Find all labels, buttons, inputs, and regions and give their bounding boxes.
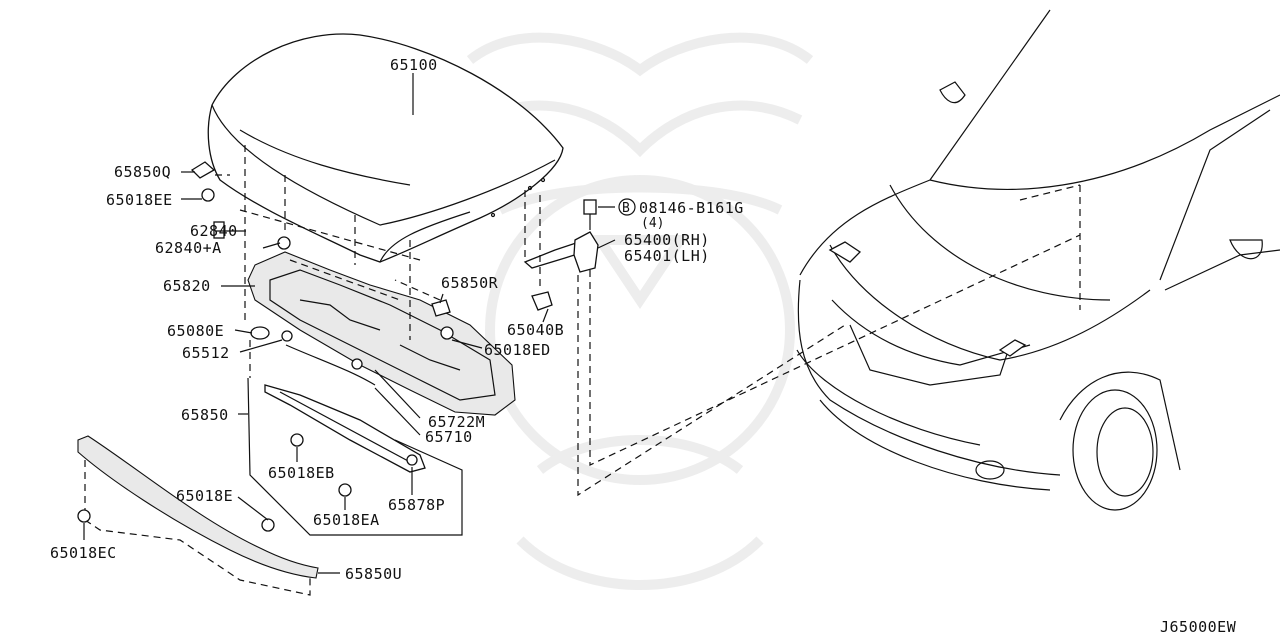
callout-65710: 65710 xyxy=(425,428,473,446)
callout-65850r: 65850R xyxy=(441,274,499,292)
construction-lines xyxy=(215,145,541,378)
clip-65018eb-icon xyxy=(290,433,304,447)
lock-65722m-icon xyxy=(351,358,363,370)
callout-65400: 65400(RH) xyxy=(624,231,710,249)
callout-62840: 62840 xyxy=(190,222,238,240)
callout-08146: 08146-B161G xyxy=(639,199,744,217)
clip-65878p-icon xyxy=(406,454,418,466)
callout-65878p: 65878P xyxy=(388,496,445,514)
watermark-emblem xyxy=(466,32,814,590)
callout-65018ea: 65018EA xyxy=(313,511,380,529)
clip-65018ea-icon xyxy=(338,483,352,497)
fasteners xyxy=(77,161,454,532)
clip-65018ec-icon xyxy=(77,509,91,523)
callout-65018ec: 65018EC xyxy=(50,544,117,562)
grommet-65080e-icon xyxy=(250,326,270,340)
clip-65850r-icon xyxy=(431,299,451,317)
callout-65512: 65512 xyxy=(182,344,230,362)
ledge-frame xyxy=(247,377,463,536)
callout-65018ee: 65018EE xyxy=(106,191,173,209)
seal-65850u[interactable] xyxy=(77,435,319,596)
callout-65850: 65850 xyxy=(181,406,229,424)
callout-65850q: 65850Q xyxy=(114,163,171,181)
hinge-65400[interactable] xyxy=(523,199,599,273)
callout-qty4: (4) xyxy=(641,216,664,231)
hood-stay-rod xyxy=(285,344,376,386)
clip-65018ed-icon xyxy=(440,326,454,340)
clip-65018e-icon xyxy=(261,518,275,532)
hood-65100[interactable] xyxy=(207,33,564,263)
callout-65018ed: 65018ED xyxy=(484,341,551,359)
hinge-leader xyxy=(577,184,1081,497)
bolt-marker: B xyxy=(618,198,636,216)
callout-65722m: 65722M xyxy=(428,413,485,431)
leader-lines xyxy=(83,73,616,574)
insulator-65820[interactable] xyxy=(247,251,516,416)
callout-65850u: 65850U xyxy=(345,565,402,583)
diagram-id: J65000EW xyxy=(1160,618,1237,636)
callout-65401: 65401(LH) xyxy=(624,247,710,265)
stay-65512-icon xyxy=(281,330,293,342)
callout-65040b: 65040B xyxy=(507,321,564,339)
callout-65080e: 65080E xyxy=(167,322,224,340)
callout-65018eb: 65018EB xyxy=(268,464,335,482)
vehicle-front xyxy=(796,9,1280,511)
callout-65100: 65100 xyxy=(390,56,438,74)
clip-65850q-icon xyxy=(190,161,216,179)
bumper-62840-icon xyxy=(213,221,225,239)
bumper-65040b[interactable] xyxy=(531,291,553,311)
hood-ledge-65850[interactable] xyxy=(264,384,426,473)
svg-text:B: B xyxy=(622,201,630,216)
callout-65820: 65820 xyxy=(163,277,211,295)
callout-65018e: 65018E xyxy=(176,487,233,505)
clip-65018ee-icon xyxy=(201,188,215,202)
callout-62840a: 62840+A xyxy=(155,239,222,257)
